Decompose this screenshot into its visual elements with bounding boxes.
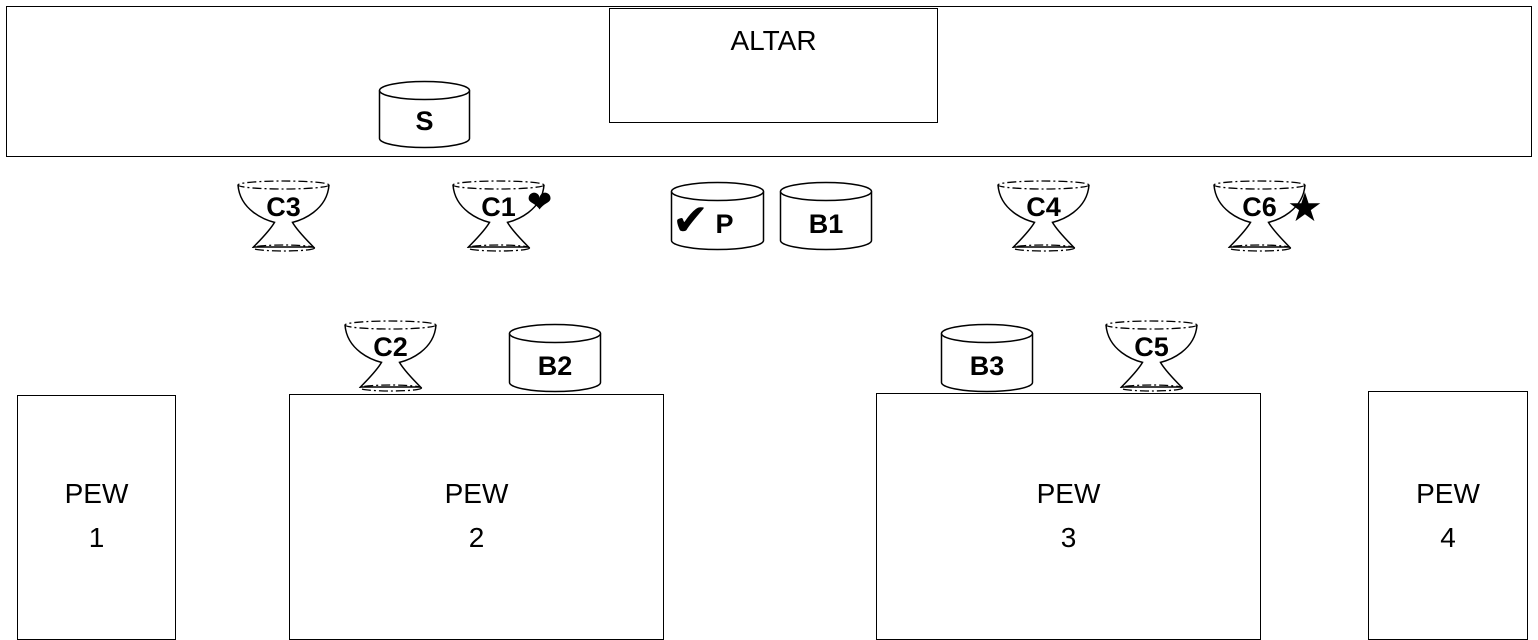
chalice-shape	[344, 320, 437, 392]
station-c5-label: C5	[1134, 332, 1169, 362]
station-s-label: S	[415, 106, 434, 136]
pew-1-label-line2: 1	[88, 522, 105, 553]
station-p-label: P	[715, 209, 734, 239]
chalice-shape	[997, 180, 1090, 252]
chalice-shape	[1213, 180, 1306, 252]
heart-icon: ❤	[527, 185, 553, 220]
cylinder-shape	[508, 323, 602, 393]
station-s: S	[378, 80, 471, 149]
cylinder-shape	[779, 181, 873, 251]
station-c1-label: C1	[481, 192, 516, 222]
station-b3: B3	[940, 323, 1034, 393]
station-c6-label: C6	[1242, 192, 1277, 222]
cylinder-shape	[378, 80, 471, 149]
station-c3-label: C3	[266, 192, 301, 222]
station-c6: C6 ★	[1212, 180, 1323, 253]
station-c4-label: C4	[1026, 192, 1061, 222]
altar: ALTAR	[609, 8, 938, 123]
station-p: P ✔	[670, 181, 765, 251]
pew-2-label-line1: PEW	[444, 478, 509, 509]
station-c5: C5	[1104, 320, 1199, 393]
cylinder-shape	[670, 181, 765, 251]
pew-1-label-line1: PEW	[64, 478, 129, 509]
pew-4-label-line2: 4	[1440, 522, 1456, 553]
pew-3-label-line2: 3	[1060, 522, 1077, 553]
pew-2-label-line2: 2	[468, 522, 485, 553]
chalice-shape	[452, 180, 545, 252]
chalice-shape	[1105, 320, 1198, 392]
station-c2-label: C2	[373, 332, 408, 362]
pew-3-label-line1: PEW	[1036, 478, 1101, 509]
pew-4-label-line1: PEW	[1416, 478, 1480, 509]
chalice-shape	[237, 180, 330, 252]
check-icon: ✔	[672, 195, 709, 246]
station-c2: C2	[343, 320, 438, 393]
pew-1: PEW 1	[17, 395, 176, 640]
pew-3: PEW 3	[876, 393, 1261, 640]
station-b2-label: B2	[537, 351, 573, 381]
pew-2: PEW 2	[289, 394, 664, 640]
station-b3-label: B3	[969, 351, 1005, 381]
star-icon: ★	[1287, 185, 1323, 231]
cylinder-shape	[940, 323, 1034, 393]
station-b1: B1	[779, 181, 873, 251]
pew-4: PEW 4	[1368, 391, 1528, 640]
altar-label: ALTAR	[730, 25, 817, 56]
station-c1: C1 ❤	[451, 180, 552, 253]
station-b2: B2	[508, 323, 602, 393]
station-c4: C4	[996, 180, 1091, 253]
station-b1-label: B1	[808, 209, 844, 239]
station-c3: C3	[236, 180, 331, 253]
